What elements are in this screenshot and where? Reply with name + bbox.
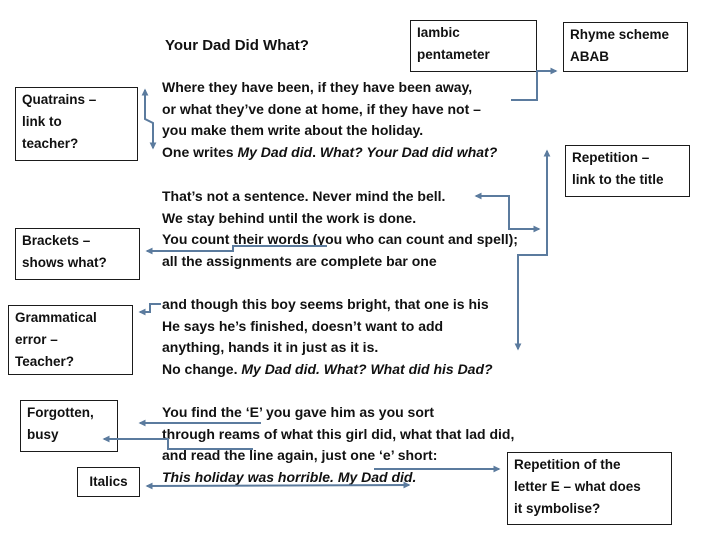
annotation-box-quatrains: Quatrains – link to teacher? xyxy=(15,87,138,161)
poem-text: and though this boy seems bright, that o… xyxy=(162,296,489,312)
poem-text: through reams of what this girl did, wha… xyxy=(162,425,515,442)
poem-line: all the assignments are complete bar one xyxy=(162,251,518,273)
poem-text: No change. xyxy=(162,360,242,377)
poem-text: you make them write about the holiday. xyxy=(162,122,424,138)
poem-text-italic: What? Your Dad did what? xyxy=(319,143,498,160)
poem-text: That’s not a sentence. Never mind the be… xyxy=(162,188,446,204)
poem-line: That’s not a sentence. Never mind the be… xyxy=(162,186,518,208)
annotation-box-repetition-title: Repetition – link to the title xyxy=(565,145,690,197)
poem-line: through reams of what this girl did, wha… xyxy=(162,424,514,446)
poem-line: or what they’ve done at home, if they ha… xyxy=(162,99,497,121)
connector-arrowhead xyxy=(145,482,153,490)
poem-line: You count their words (you who can count… xyxy=(162,229,518,251)
poem-text: and read the line again, just one ‘e’ sh… xyxy=(162,447,438,463)
poem-text: You find the ‘E’ you gave him as you sor… xyxy=(162,404,435,420)
connector-repetition-span xyxy=(517,151,548,349)
poem-line: you make them write about the holiday. xyxy=(162,120,497,142)
connector-arrowhead xyxy=(149,142,157,150)
annotation-box-grammatical-error: Grammatical error – Teacher? xyxy=(8,305,133,375)
poem-line: He says he’s finished, doesn’t want to a… xyxy=(162,316,493,338)
connector-arrowhead xyxy=(138,308,146,316)
poem-text-italic: My Dad did xyxy=(237,143,313,160)
poem-line: anything, hands it in just as it is. xyxy=(162,337,493,359)
poem-text: He says he’s finished, doesn’t want to a… xyxy=(162,317,444,334)
annotation-box-rhyme-scheme: Rhyme scheme ABAB xyxy=(563,22,688,72)
poem-text: We stay behind until the work is done. xyxy=(162,209,417,226)
connector-arrowhead xyxy=(514,343,522,351)
poem-line: and read the line again, just one ‘e’ sh… xyxy=(162,445,514,467)
poem-text: One writes xyxy=(162,143,238,160)
poem-text: or what they’ve done at home, if they ha… xyxy=(162,100,481,117)
stanza-1: Where they have been, if they have been … xyxy=(162,77,497,163)
connector-arrowhead xyxy=(141,88,149,96)
annotation-box-brackets: Brackets – shows what? xyxy=(15,228,140,280)
poem-line: No change. My Dad did. What? What did hi… xyxy=(162,359,493,381)
poem-line: We stay behind until the work is done. xyxy=(162,208,518,230)
annotation-box-letter-e: Repetition of the letter E – what does i… xyxy=(507,452,672,525)
annotation-box-italics: Italics xyxy=(77,467,140,497)
connector-arrowhead xyxy=(550,67,558,75)
poem-line: Where they have been, if they have been … xyxy=(162,77,497,99)
poem-text-italic: My Dad did. What? What did his Dad? xyxy=(241,360,493,377)
connector-arrowhead xyxy=(145,247,153,255)
poem-text: You count their words (you who can count… xyxy=(162,231,518,247)
poem-line: and though this boy seems bright, that o… xyxy=(162,294,493,316)
connector-rhyme-link xyxy=(511,70,556,101)
poem-text: Where they have been, if they have been … xyxy=(162,79,473,95)
connector-arrowhead xyxy=(138,419,146,427)
stanza-4: You find the ‘E’ you gave him as you sor… xyxy=(162,402,514,488)
poem-line: You find the ‘E’ you gave him as you sor… xyxy=(162,402,514,424)
poem-text: anything, hands it in just as it is. xyxy=(162,339,379,355)
poem-text-italic: This holiday was horrible. My Dad did. xyxy=(162,468,417,485)
poem-line: This holiday was horrible. My Dad did. xyxy=(162,467,514,489)
stanza-2: That’s not a sentence. Never mind the be… xyxy=(162,186,518,272)
poem-text: . xyxy=(312,143,320,160)
poem-text: all the assignments are complete bar one xyxy=(162,252,437,269)
poem-line: One writes My Dad did. What? Your Dad di… xyxy=(162,142,497,164)
poem-title: Your Dad Did What? xyxy=(165,37,309,54)
connector-grammar-link xyxy=(140,303,161,313)
annotation-box-iambic-pentameter: Iambic pentameter xyxy=(410,20,537,72)
annotation-box-forgotten-busy: Forgotten, busy xyxy=(20,400,118,452)
connector-arrowhead xyxy=(533,225,541,233)
connector-arrowhead xyxy=(543,149,551,157)
stanza-3: and though this boy seems bright, that o… xyxy=(162,294,493,380)
connector-quatrain-span xyxy=(144,90,154,148)
